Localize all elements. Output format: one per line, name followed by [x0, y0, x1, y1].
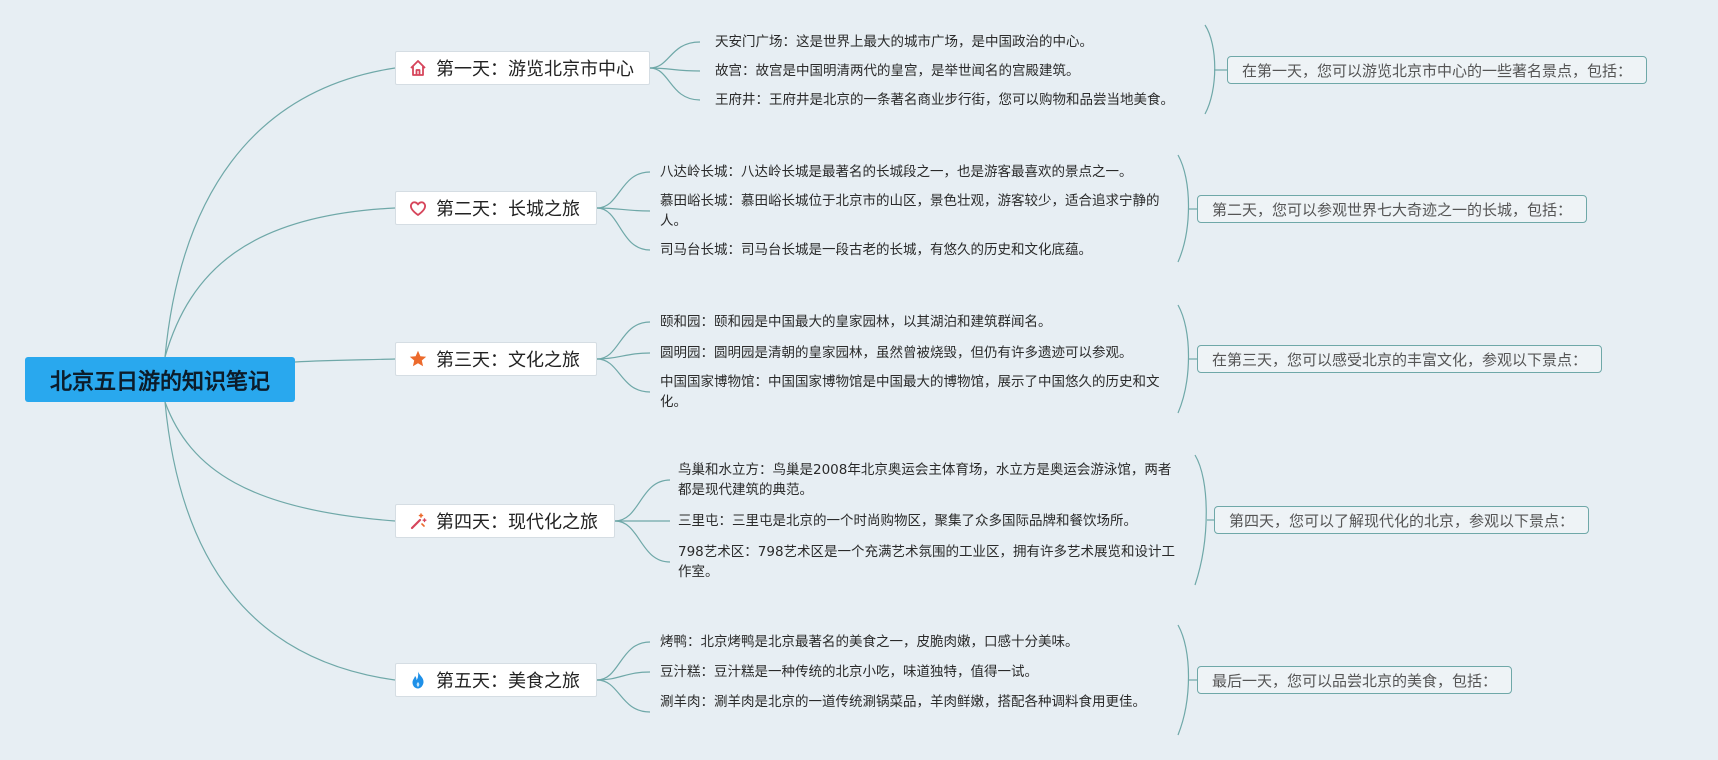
day-3-item-1: 颐和园：颐和园是中国最大的皇家园林，以其湖泊和建筑群闻名。: [660, 314, 1052, 330]
day-1-item-2: 故宫：故宫是中国明清两代的皇宫，是举世闻名的宫殿建筑。: [715, 63, 1080, 79]
day-1-summary[interactable]: 在第一天，您可以游览北京市中心的一些著名景点，包括：: [1227, 56, 1648, 84]
day-4-item-1: 鸟巢和水立方：鸟巢是2008年北京奥运会主体育场，水立方是奥运会游泳馆，两者都是…: [678, 462, 1172, 498]
day-1-node[interactable]: 第一天：游览北京市中心: [395, 51, 650, 85]
day-4-node[interactable]: 第四天：现代化之旅: [395, 504, 615, 538]
day-3-summary[interactable]: 在第三天，您可以感受北京的丰富文化，参观以下景点：: [1197, 345, 1603, 373]
day-2-item-1: 八达岭长城：八达岭长城是最著名的长城段之一，也是游客最喜欢的景点之一。: [660, 164, 1133, 180]
day-4-item-2: 三里屯：三里屯是北京的一个时尚购物区，聚集了众多国际品牌和餐饮场所。: [678, 513, 1137, 529]
magic-wand-icon: [408, 511, 428, 531]
day-5-item-2: 豆汁糕：豆汁糕是一种传统的北京小吃，味道独特，值得一试。: [660, 664, 1038, 680]
day-2-title: 第二天：长城之旅: [436, 199, 580, 220]
day-1-item-3: 王府井：王府井是北京的一条著名商业步行街，您可以购物和品尝当地美食。: [715, 92, 1174, 108]
heart-icon: [408, 198, 428, 218]
star-icon: [408, 349, 428, 369]
day-5-summary[interactable]: 最后一天，您可以品尝北京的美食，包括：: [1197, 666, 1513, 694]
home-icon: [408, 58, 428, 78]
day-3-title: 第三天：文化之旅: [436, 350, 580, 371]
day-1-title: 第一天：游览北京市中心: [436, 59, 634, 80]
day-4-title: 第四天：现代化之旅: [436, 512, 598, 533]
day-4-item-3: 798艺术区：798艺术区是一个充满艺术氛围的工业区，拥有许多艺术展览和设计工作…: [678, 544, 1176, 580]
root-node[interactable]: 北京五日游的知识笔记: [25, 357, 295, 402]
day-5-node[interactable]: 第五天：美食之旅: [395, 663, 597, 697]
day-5-title: 第五天：美食之旅: [436, 671, 580, 692]
day-3-node[interactable]: 第三天：文化之旅: [395, 342, 597, 376]
flame-icon: [408, 670, 428, 690]
root-title: 北京五日游的知识笔记: [49, 369, 270, 395]
day-4-summary[interactable]: 第四天，您可以了解现代化的北京，参观以下景点：: [1214, 506, 1590, 534]
day-5-item-3: 涮羊肉：涮羊肉是北京的一道传统涮锅菜品，羊肉鲜嫩，搭配各种调料食用更佳。: [660, 694, 1146, 710]
day-2-summary[interactable]: 第二天，您可以参观世界七大奇迹之一的长城，包括：: [1197, 195, 1588, 223]
day-3-item-3: 中国国家博物馆：中国国家博物馆是中国最大的博物馆，展示了中国悠久的历史和文化。: [660, 374, 1160, 410]
day-1-item-1: 天安门广场：这是世界上最大的城市广场，是中国政治的中心。: [715, 34, 1093, 50]
day-5-item-1: 烤鸭：北京烤鸭是北京最著名的美食之一，皮脆肉嫩，口感十分美味。: [660, 634, 1079, 650]
day-2-node[interactable]: 第二天：长城之旅: [395, 191, 597, 225]
day-2-item-3: 司马台长城：司马台长城是一段古老的长城，有悠久的历史和文化底蕴。: [660, 242, 1092, 258]
day-2-item-2: 慕田峪长城：慕田峪长城位于北京市的山区，景色壮观，游客较少，适合追求宁静的人。: [660, 193, 1160, 229]
day-3-item-2: 圆明园：圆明园是清朝的皇家园林，虽然曾被烧毁，但仍有许多遗迹可以参观。: [660, 345, 1133, 361]
